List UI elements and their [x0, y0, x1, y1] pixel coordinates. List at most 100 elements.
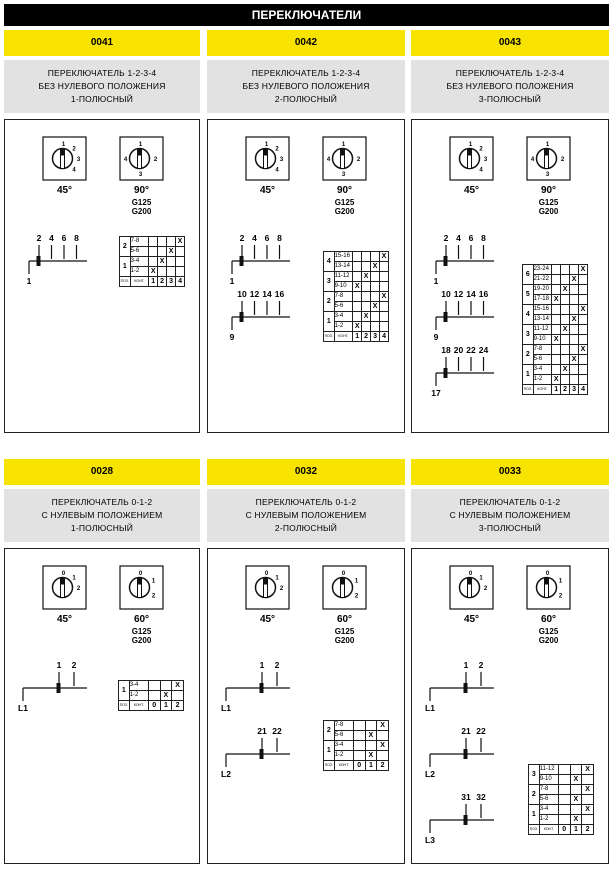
switch-on-mark: X	[370, 261, 381, 272]
group-label: 6	[522, 264, 534, 285]
output-terminal-label: 10	[237, 289, 247, 299]
switch-contact-block	[259, 749, 264, 759]
description-line: БЕЗ НУЛЕВОГО ПОЛОЖЕНИЯ	[242, 81, 370, 91]
contacts-label: 1-2	[538, 814, 559, 825]
dial-position-label: 1	[139, 142, 143, 148]
table-cell	[578, 334, 588, 345]
output-terminal-label: 2	[239, 233, 245, 243]
position-number: 2	[560, 384, 571, 395]
input-terminal-label: 9	[433, 332, 439, 342]
contacts-label: 7-8	[333, 291, 354, 302]
dial-position-label: 4	[124, 157, 128, 163]
switch-on-mark: X	[569, 314, 580, 325]
contact-schematic	[225, 738, 290, 767]
input-terminal-label: 1	[433, 276, 439, 286]
switch-on-mark: X	[148, 266, 159, 277]
switch-on-mark: X	[352, 281, 363, 292]
contacts-label: 3-4	[333, 740, 354, 751]
output-terminal-label: 6	[468, 233, 474, 243]
table-cell	[551, 344, 562, 355]
product-code: 0043	[411, 30, 609, 56]
switch-on-mark: X	[352, 321, 363, 332]
contacts-label: 9-10	[333, 281, 354, 292]
table-cell	[379, 261, 389, 272]
input-terminal-label: L1	[18, 703, 28, 713]
position-number: 1	[352, 331, 363, 342]
switch-contact-block	[239, 312, 244, 322]
group-label: 3	[528, 764, 540, 785]
table-cell	[159, 680, 173, 691]
group-label: 1	[323, 311, 335, 332]
table-cell	[551, 284, 562, 295]
table-cell	[352, 750, 366, 761]
table-cell	[370, 291, 381, 302]
group-label: 2	[323, 291, 335, 312]
switch-contact-block	[56, 683, 61, 693]
table-cell	[364, 740, 378, 751]
table-cell	[352, 251, 363, 262]
contacts-label: 11-12	[333, 271, 354, 282]
contacts-label: 5-6	[333, 730, 354, 741]
dial-position-label: 1	[355, 579, 359, 585]
table-cell	[569, 784, 583, 795]
switch-on-mark: X	[370, 301, 381, 312]
switch-on-mark: X	[361, 311, 372, 322]
dial-position-label: 2	[77, 586, 81, 592]
footer-header: ПОЗ.	[522, 384, 534, 395]
description-line: 3-ПОЛЮСНЫЙ	[478, 523, 542, 533]
dial-position-label: 3	[546, 172, 550, 178]
table-cell	[148, 246, 159, 257]
dial-position-label: 4	[327, 157, 331, 163]
table-cell	[352, 730, 366, 741]
group-label: 2	[119, 236, 131, 257]
contacts-label: 3-4	[532, 364, 553, 375]
dial-position-label: 3	[280, 157, 284, 163]
switch-on-mark: X	[578, 264, 588, 275]
switch-on-mark: X	[376, 740, 389, 751]
model-label: G200	[538, 207, 559, 216]
dial-angle: 45°	[259, 614, 276, 625]
contact-schematic	[231, 301, 290, 330]
group-label: 1	[528, 804, 540, 825]
table-cell	[157, 266, 168, 277]
table-cell	[560, 304, 571, 315]
output-terminal-label: 14	[466, 289, 476, 299]
model-label: G125	[538, 198, 559, 207]
table-cell	[569, 804, 583, 815]
table-cell	[581, 814, 594, 825]
table-cell	[370, 281, 381, 292]
dial-position-label: 4	[479, 168, 483, 174]
group-label: 4	[522, 304, 534, 325]
table-cell	[147, 680, 161, 691]
position-number: 4	[578, 384, 588, 395]
contacts-label: 23-24	[532, 264, 553, 275]
product-code: 0033	[411, 459, 609, 485]
model-label: G125	[538, 627, 559, 636]
position-number: 2	[581, 824, 594, 835]
table-cell	[560, 344, 571, 355]
contacts-label: 7-8	[538, 784, 559, 795]
table-cell	[560, 314, 571, 325]
dial-position-label: 2	[561, 157, 565, 163]
switch-on-mark: X	[569, 354, 580, 365]
dial-position-label: 2	[484, 586, 488, 592]
switch-contact-block	[239, 256, 244, 266]
switch-on-mark: X	[560, 284, 571, 295]
table-cell	[551, 304, 562, 315]
output-terminal-label: 6	[264, 233, 270, 243]
group-label: 1	[522, 364, 534, 385]
dial-angle: 90°	[540, 185, 557, 196]
table-cell	[166, 266, 177, 277]
